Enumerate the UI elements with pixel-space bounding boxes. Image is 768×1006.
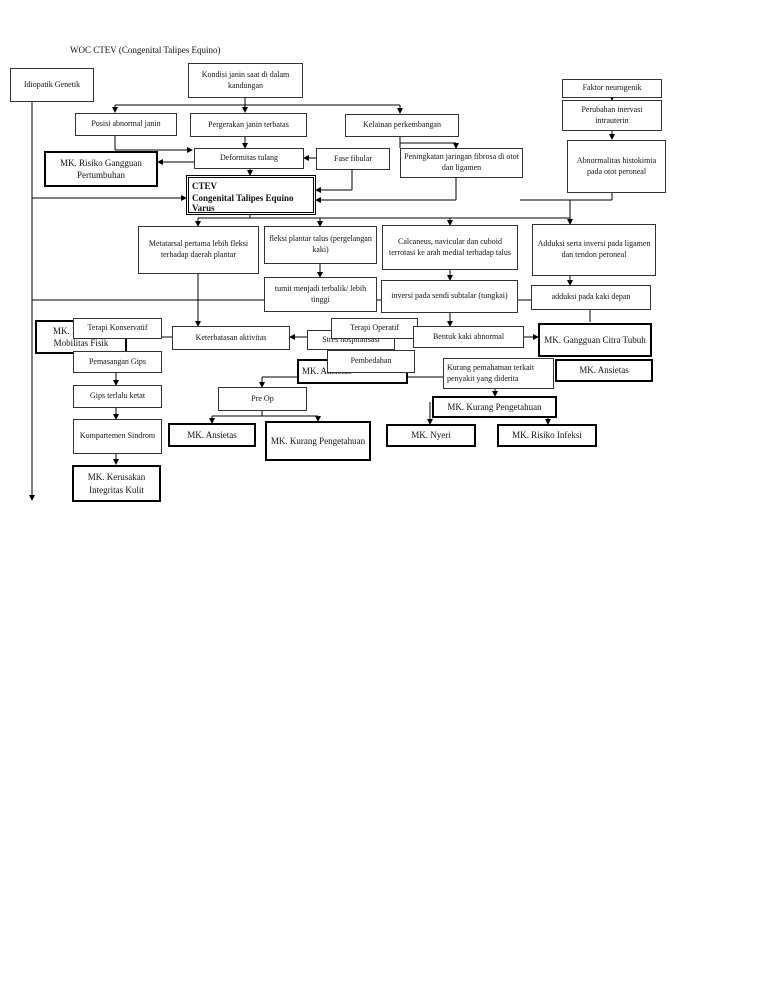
node-kurang-pemahaman: Kurang pemahaman terkait penyakit yang d… — [443, 358, 554, 389]
node-terapi-konservatif: Terapi Konservatif — [73, 318, 162, 339]
node-kelainan-perkembangan: Kelainan perkembangan — [345, 114, 459, 137]
node-adduksi-inversi: Adduksi serta inversi pada ligamen dan t… — [532, 224, 656, 276]
node-pergerakan-terbatas: Pergerakan janin terbatas — [190, 113, 307, 137]
node-keterbatasan-aktivitas: Keterbatasan aktivitas — [172, 326, 290, 350]
node-abnormalitas-histokimia: Abnormalitas histokimia pada otot perone… — [567, 140, 666, 193]
node-mk-ansietas-left: MK. Ansietas — [168, 423, 256, 447]
node-deformitas-tulang: Deformitas tulang — [194, 148, 304, 169]
node-metatarsal: Metatarsal pertama lebih fleksi terhadap… — [138, 226, 259, 274]
node-faktor-neurogenik: Faktor neurogenik — [562, 79, 662, 98]
node-kompartemen: Kompartemen Sindrom — [73, 419, 162, 454]
node-adduksi-kaki-depan: adduksi pada kaki depan — [531, 285, 651, 310]
node-posisi-abnormal: Posisi abnormal janin — [75, 113, 177, 136]
ctev-label: CTEV — [192, 180, 218, 191]
node-ctev: CTEV Congenital Talipes Equino Varus — [186, 175, 316, 215]
node-terapi-operatif: Terapi Operatif — [331, 318, 418, 339]
node-mk-nyeri: MK. Nyeri — [386, 424, 476, 447]
node-gips-ketat: Gips terlalu ketat — [73, 385, 162, 408]
node-mk-kerusakan-kulit: MK. Kerusakan Integritas Kulit — [72, 465, 161, 502]
node-calcaneus: Calcaneus, navicular dan cuboid terrotas… — [382, 225, 518, 270]
node-fase-fibular: Fase fibular — [316, 148, 390, 170]
node-mk-risiko-infeksi: MK. Risiko Infeksi — [497, 424, 597, 447]
ctev-fullname: Congenital Talipes Equino — [192, 192, 294, 203]
node-bentuk-kaki: Bentuk kaki abnormal — [413, 326, 524, 348]
node-pre-op: Pre Op — [218, 387, 307, 411]
diagram-title: WOC CTEV (Congenital Talipes Equino) — [70, 45, 221, 55]
node-mk-kurang-pengetahuan-right: MK. Kurang Pengetahuan — [432, 396, 557, 418]
node-mk-ansietas-right: MK. Ansietas — [555, 359, 653, 382]
node-pembedahan: Pembedahan — [327, 350, 415, 373]
node-mk-risiko-gangguan: MK. Risiko Gangguan Pertumbuhan — [44, 151, 158, 187]
node-peningkatan-jaringan: Peningkatan jaringan fibrosa di otot dan… — [400, 148, 523, 178]
node-mk-citra-tubuh: MK. Gangguan Citra Tubuh — [538, 323, 652, 357]
node-idiopatik: Idiopatik Genetik — [10, 68, 94, 102]
node-pemasangan-gips: Pemasangan Gips — [73, 351, 162, 373]
node-fleksi-plantar: fleksi plantar talus (pergelangan kaki) — [264, 226, 377, 264]
node-mk-kurang-pengetahuan-mid: MK. Kurang Pengetahuan — [265, 421, 371, 461]
node-perubahan-inervasi: Perubahan inervasi intrauterin — [562, 100, 662, 131]
node-inversi-subtalar: inversi pada sendi subtalar (tungkai) — [381, 280, 518, 313]
ctev-varus: Varus — [192, 203, 215, 214]
node-kondisi-janin: Kondisi janin saat di dalam kandungan — [188, 63, 303, 98]
node-tumit: tumit menjadi terbalik/ lebih tinggi — [264, 277, 377, 312]
